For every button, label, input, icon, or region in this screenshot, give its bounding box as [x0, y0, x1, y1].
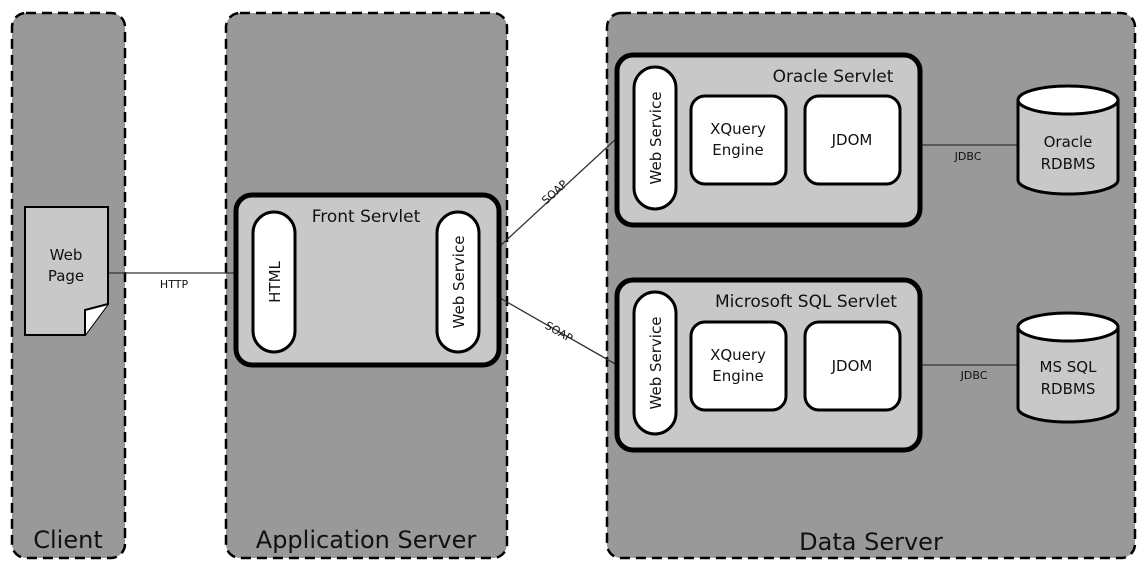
mssql-xquery-label-line2: Engine [712, 367, 763, 385]
mssql-rdbms-label-line1: MS SQL [1040, 358, 1098, 376]
oracle-servlet-title: Oracle Servlet [773, 67, 894, 87]
client-zone-label: Client [33, 526, 102, 554]
oracle-rdbms-label-line2: RDBMS [1041, 155, 1096, 173]
oracle-web-service-component [632, 65, 678, 211]
oracle-xquery-engine-component [689, 94, 788, 186]
mssql-web-service-component [632, 290, 678, 436]
mssql-rdbms-label-line2: RDBMS [1041, 380, 1096, 398]
mssql-jdom-label: JDOM [831, 357, 873, 375]
mssql-xquery-engine-component [689, 320, 788, 412]
oracle-rdbms-cylinder-top [1016, 84, 1120, 116]
soap-oracle-label: SOAP [539, 177, 570, 207]
mssql-servlet-title: Microsoft SQL Servlet [715, 292, 897, 312]
oracle-servlet: Oracle Servlet Web Service XQuery Engine… [614, 52, 923, 228]
oracle-xquery-label-line1: XQuery [710, 120, 766, 138]
soap-oracle-connector [499, 137, 618, 247]
jdbc-mssql-label: JDBC [960, 369, 988, 382]
front-servlet: Front Servlet HTML Web Service [233, 192, 502, 368]
front-servlet-box [233, 192, 502, 368]
front-servlet-title: Front Servlet [312, 207, 421, 227]
front-html-component [251, 210, 297, 354]
http-label: HTTP [160, 278, 189, 291]
web-page-corner-fold [84, 303, 109, 335]
oracle-xquery-label-line2: Engine [712, 141, 763, 159]
jdbc-oracle-label: JDBC [954, 150, 982, 163]
oracle-jdom-label: JDOM [831, 131, 873, 149]
mssql-rdbms-cylinder-top [1016, 311, 1120, 343]
oracle-web-service-label: Web Service [647, 92, 665, 185]
mssql-web-service-label: Web Service [647, 317, 665, 410]
front-web-service-component [435, 210, 481, 354]
web-page-label-line2: Page [48, 267, 84, 285]
data-server-zone-label: Data Server [799, 528, 943, 556]
oracle-rdbms-database-icon: Oracle RDBMS [1016, 84, 1120, 196]
front-web-service-label: Web Service [450, 236, 468, 329]
web-page-label-line1: Web [50, 246, 83, 264]
soap-mssql-label: SOAP [543, 319, 575, 345]
oracle-jdom-component [803, 94, 902, 186]
mssql-rdbms-cylinder-body [1016, 327, 1120, 424]
web-page-document-icon: Web Page [24, 206, 109, 336]
mssql-jdom-component [803, 320, 902, 412]
oracle-rdbms-label-line1: Oracle [1044, 133, 1093, 151]
mssql-rdbms-database-icon: MS SQL RDBMS [1016, 311, 1120, 424]
mssql-xquery-label-line1: XQuery [710, 346, 766, 364]
oracle-rdbms-cylinder-body [1016, 100, 1120, 196]
soap-mssql-connector [499, 297, 618, 366]
app-server-zone-label: Application Server [256, 526, 477, 554]
front-html-label: HTML [266, 260, 284, 302]
mssql-servlet: Microsoft SQL Servlet Web Service XQuery… [614, 277, 923, 453]
